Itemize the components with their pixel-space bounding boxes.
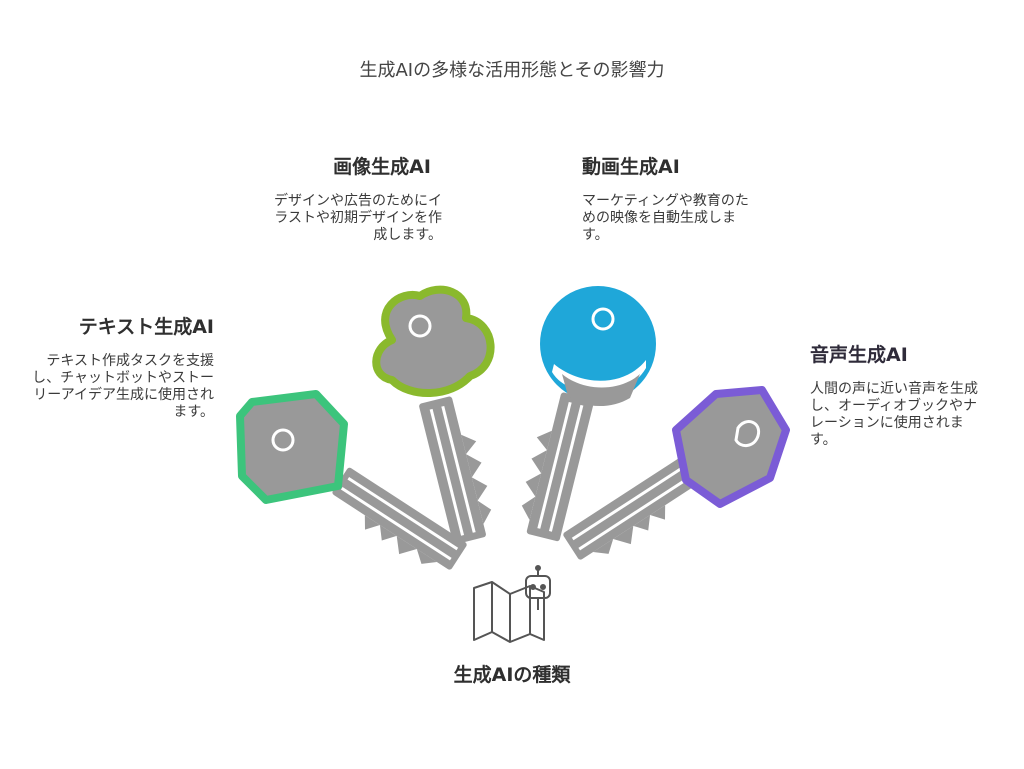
image-ai-description: デザインや広告のためにイラストや初期デザインを作成します。 <box>274 193 442 243</box>
video-ai-title: 動画生成AI <box>582 156 680 178</box>
text-ai-description: テキスト作成タスクを支援し、チャットボットやストーリーアイデア生成に使用されます… <box>32 353 214 420</box>
video-key-head <box>540 286 656 402</box>
image-key-head <box>372 285 495 397</box>
robot-icon <box>525 565 551 610</box>
video-ai-label: 動画生成AI マーケティングや教育のための映像を自動生成します。 <box>582 152 762 244</box>
text-ai-title: テキスト生成AI <box>78 316 214 338</box>
map-icon <box>473 581 545 643</box>
audio-ai-label: 音声生成AI 人間の声に近い音声を生成し、オーディオブックやナレーションに使用さ… <box>810 340 986 449</box>
text-ai-label: テキスト生成AI テキスト作成タスクを支援し、チャットボットやストーリーアイデア… <box>30 312 214 421</box>
video-ai-description: マーケティングや教育のための映像を自動生成します。 <box>582 193 749 243</box>
image-ai-title: 画像生成AI <box>333 156 431 178</box>
video-key <box>521 286 656 542</box>
audio-ai-description: 人間の声に近い音声を生成し、オーディオブックやナレーションに使用されます。 <box>810 381 978 448</box>
audio-ai-title: 音声生成AI <box>810 344 908 366</box>
audio-key <box>563 386 790 560</box>
image-ai-label: 画像生成AI デザインや広告のためにイラストや初期デザインを作成します。 <box>262 152 442 244</box>
image-key <box>372 285 495 545</box>
text-key <box>236 390 467 570</box>
center-title: 生成AIの種類 <box>453 664 571 686</box>
audio-key-head <box>672 386 790 508</box>
page-title: 生成AIの多様な活用形態とその影響力 <box>359 60 665 81</box>
